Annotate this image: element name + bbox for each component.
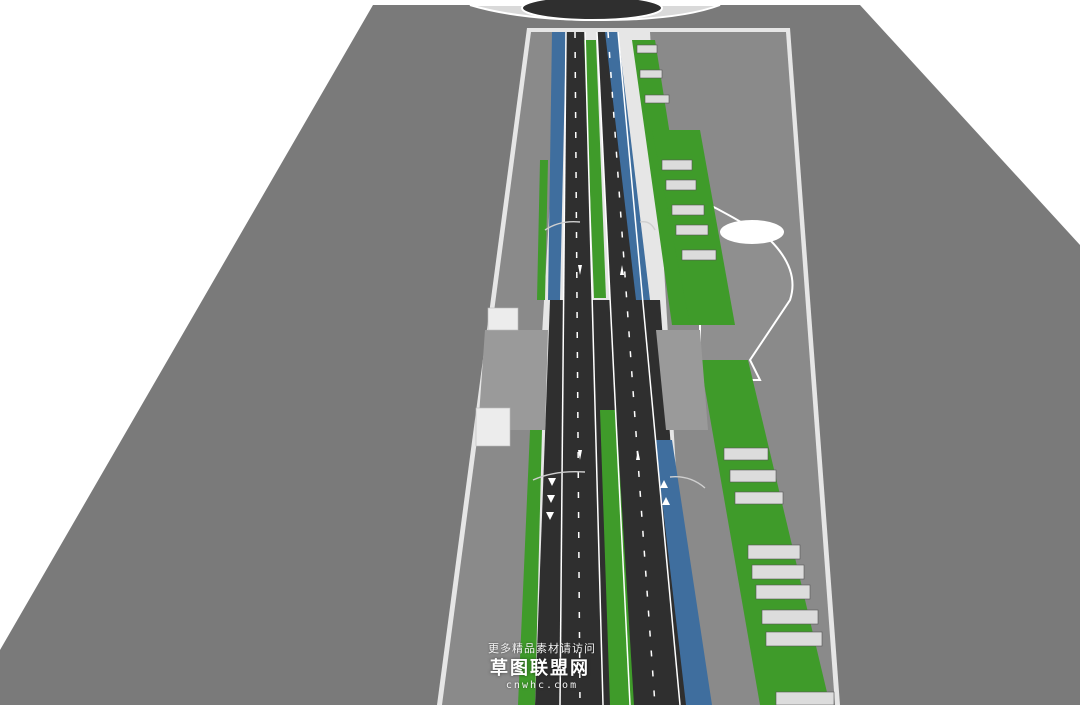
right-bike-lane-lower [655,440,712,705]
central-median-lower [600,410,634,705]
right-bike-lane [605,32,650,300]
street-lamp-icon [532,220,706,489]
left-green-strip [537,160,548,300]
left-buildings [475,307,519,447]
right-roundabout-island [720,220,784,244]
road-arrow-icon [578,265,640,460]
left-bike-lane [548,32,566,300]
parking-grid-icon [636,44,835,705]
crosswalk-zones [478,330,708,430]
bike-lane-symbol-icon [546,478,670,520]
lane-lines [559,31,681,705]
central-median [584,40,606,298]
top-plaza-ring [521,0,663,21]
left-green-strip-lower [518,430,542,705]
